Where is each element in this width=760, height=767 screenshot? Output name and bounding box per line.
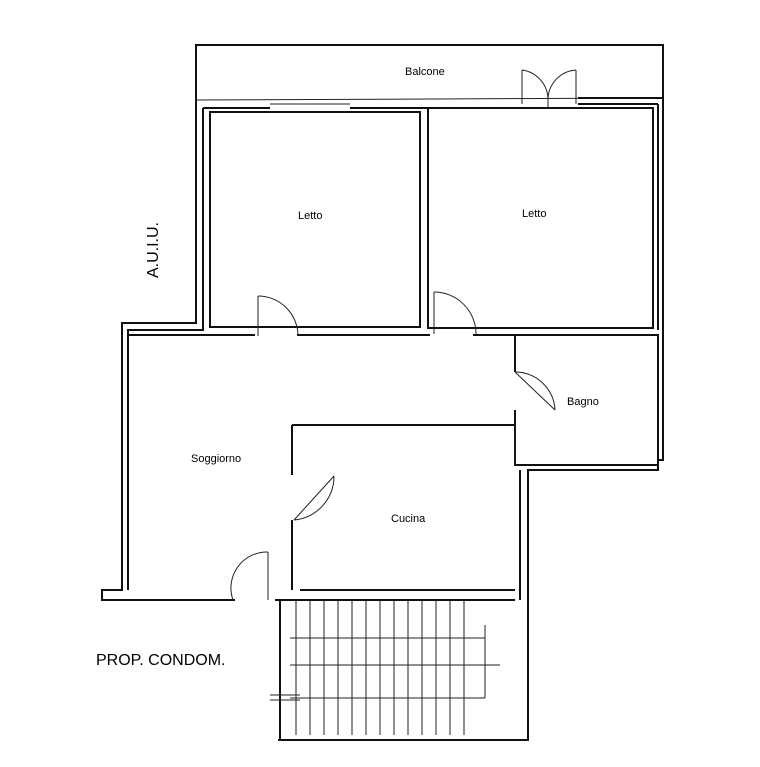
staircase <box>270 600 500 735</box>
letto-left-label: Letto <box>298 210 322 222</box>
cucina-label: Cucina <box>391 513 426 525</box>
bedroom-right-walls <box>427 107 654 329</box>
auiu-label: A.U.I.U. <box>145 222 162 278</box>
bagno-label: Bagno <box>567 396 599 408</box>
entrance-walls <box>275 599 515 740</box>
outer-walls <box>101 97 664 741</box>
letto-right-label: Letto <box>522 208 546 220</box>
soggiorno-label: Soggiorno <box>191 453 241 465</box>
doors <box>230 69 577 601</box>
interior-walls <box>128 334 659 591</box>
bedroom-left-walls <box>209 103 421 328</box>
prop-condom-label: PROP. CONDOM. <box>96 652 226 669</box>
balcone-label: Balcone <box>405 66 445 78</box>
